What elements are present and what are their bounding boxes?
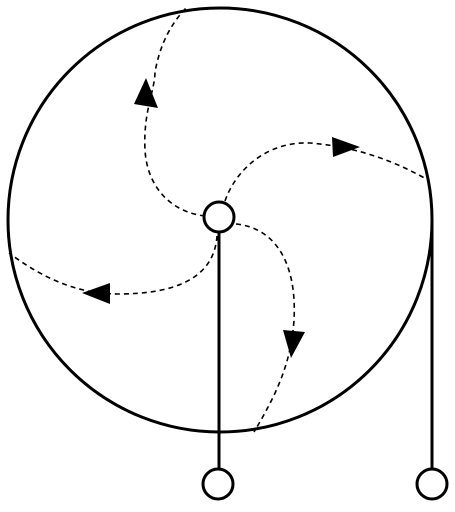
output-terminal-left: [201, 467, 235, 501]
dashed-path-top: [143, 7, 206, 217]
arrow-right-icon: [332, 137, 360, 157]
dashed-path-left: [8, 235, 218, 295]
dashed-path-right: [224, 142, 429, 202]
dashed-path-bottom: [235, 223, 296, 433]
arrow-up-icon: [134, 78, 158, 108]
output-terminal-right: [415, 467, 449, 501]
arrow-down-icon: [283, 330, 305, 358]
arrow-left-icon: [82, 283, 110, 304]
center-terminal: [202, 200, 236, 234]
